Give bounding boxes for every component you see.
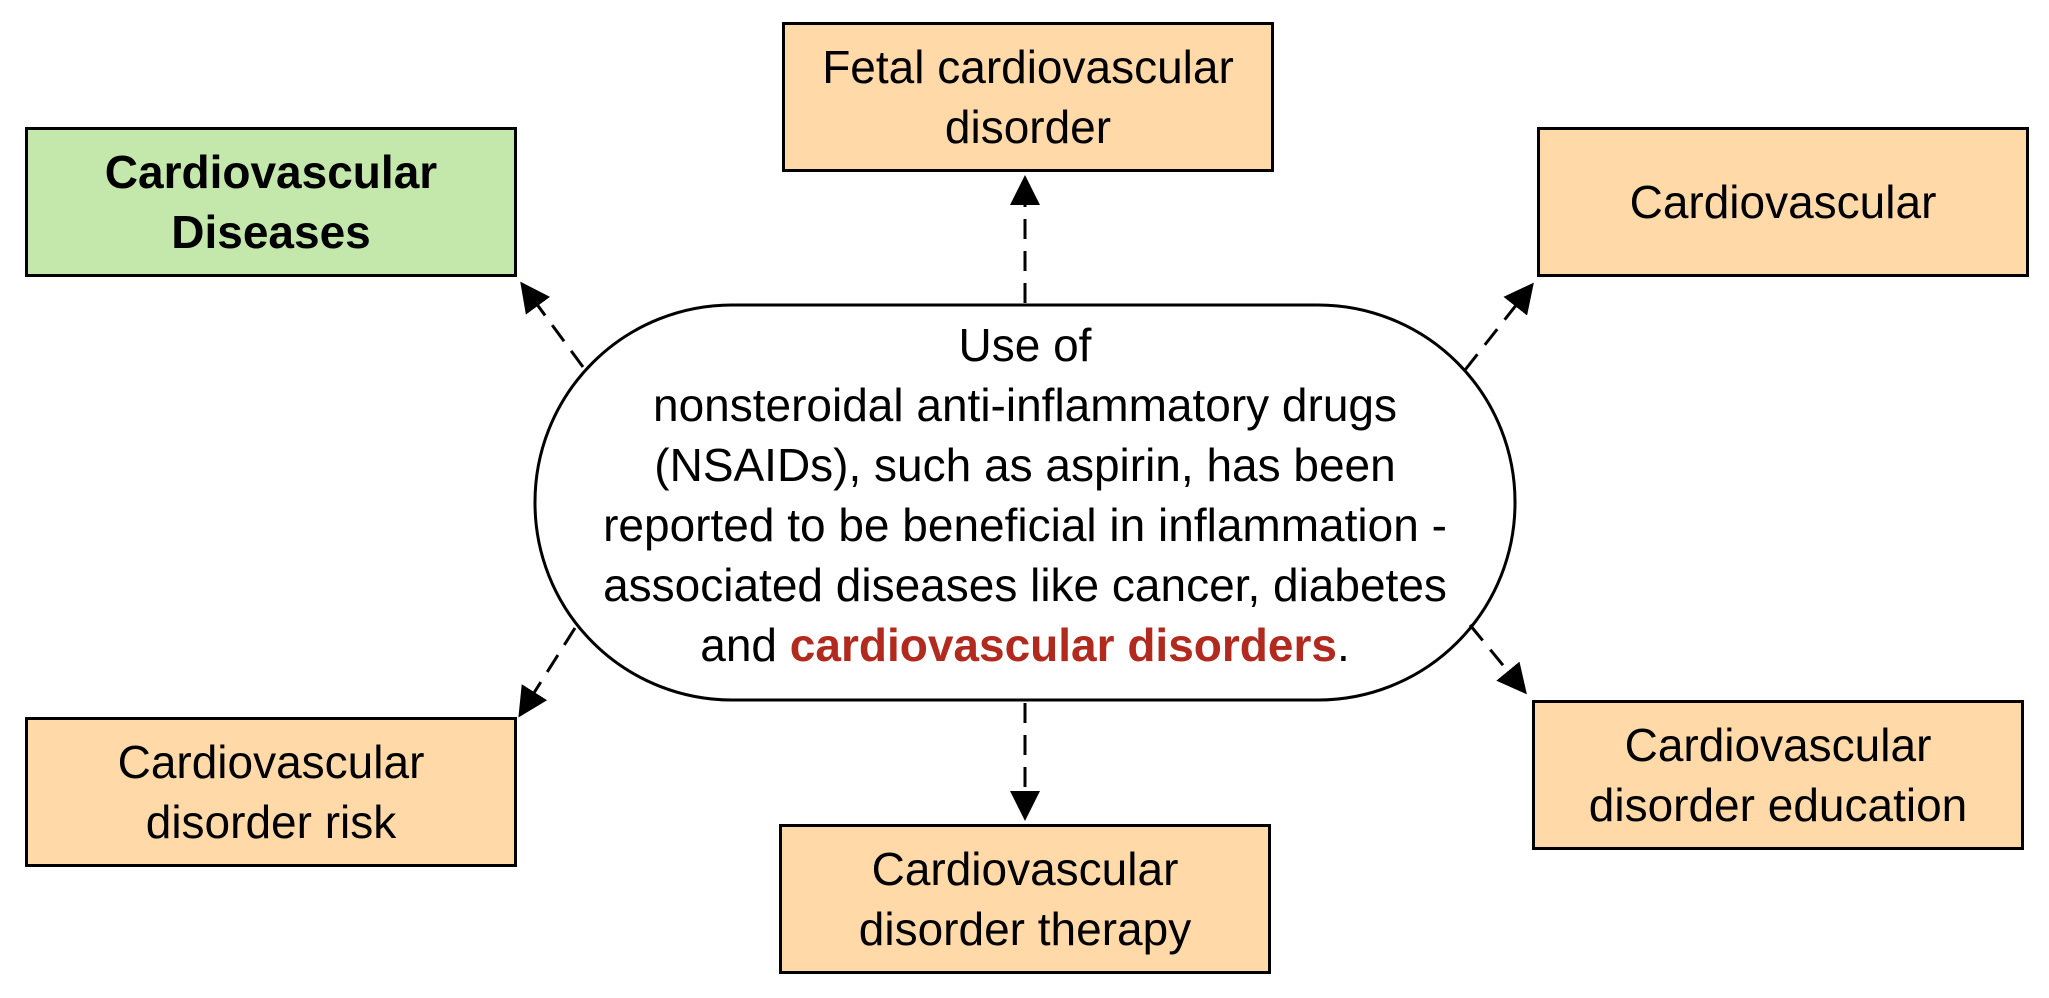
- center-line-6-suffix: .: [1336, 619, 1350, 671]
- node-therapy-line1: Cardiovascular: [871, 843, 1179, 895]
- node-fetal-line2: disorder: [944, 101, 1112, 153]
- arrow-to-disorder-risk: [518, 627, 577, 718]
- center-line-2: nonsteroidal anti-inflammatory drugs: [652, 379, 1398, 431]
- node-cardiovascular-disorder-risk: Cardiovascular disorder risk: [25, 717, 517, 867]
- center-line-6-prefix: and: [700, 619, 790, 671]
- node-cardiovascular-diseases: Cardiovascular Diseases: [25, 127, 517, 277]
- highlight-cardiovascular-disorders: cardiovascular disorders: [789, 619, 1337, 671]
- center-line-4: reported to be beneficial in inflammatio…: [603, 499, 1447, 551]
- center-node-text: Use of nonsteroidal anti-inflammatory dr…: [545, 315, 1505, 675]
- node-education-line1: Cardiovascular: [1624, 719, 1932, 771]
- node-cardiovascular-diseases-line2: Diseases: [171, 206, 371, 258]
- node-fetal-line1: Fetal cardiovascular: [822, 41, 1234, 93]
- node-cardiovascular-line1: Cardiovascular: [1629, 176, 1937, 228]
- arrow-to-cardiovascular-diseases: [520, 281, 585, 368]
- node-therapy-line2: disorder therapy: [858, 903, 1192, 955]
- node-fetal-cardiovascular-disorder: Fetal cardiovascular disorder: [782, 22, 1274, 172]
- node-risk-line1: Cardiovascular: [117, 736, 425, 788]
- node-education-line2: disorder education: [1588, 779, 1968, 831]
- arrow-to-cardiovascular: [1463, 282, 1534, 371]
- center-line-3: (NSAIDs), such as aspirin, has been: [654, 439, 1396, 491]
- node-risk-line2: disorder risk: [145, 796, 397, 848]
- center-line-1: Use of: [958, 319, 1092, 371]
- node-cardiovascular-disorder-education: Cardiovascular disorder education: [1532, 700, 2024, 850]
- node-cardiovascular: Cardiovascular: [1537, 127, 2029, 277]
- arrow-to-disorder-education: [1468, 624, 1527, 695]
- center-line-5: associated diseases like cancer, diabete…: [603, 559, 1447, 611]
- center-line-6: and cardiovascular disorders.: [545, 615, 1505, 675]
- node-cardiovascular-disorder-therapy: Cardiovascular disorder therapy: [779, 824, 1271, 974]
- node-cardiovascular-diseases-line1: Cardiovascular: [104, 146, 438, 198]
- center-node: [533, 303, 1517, 702]
